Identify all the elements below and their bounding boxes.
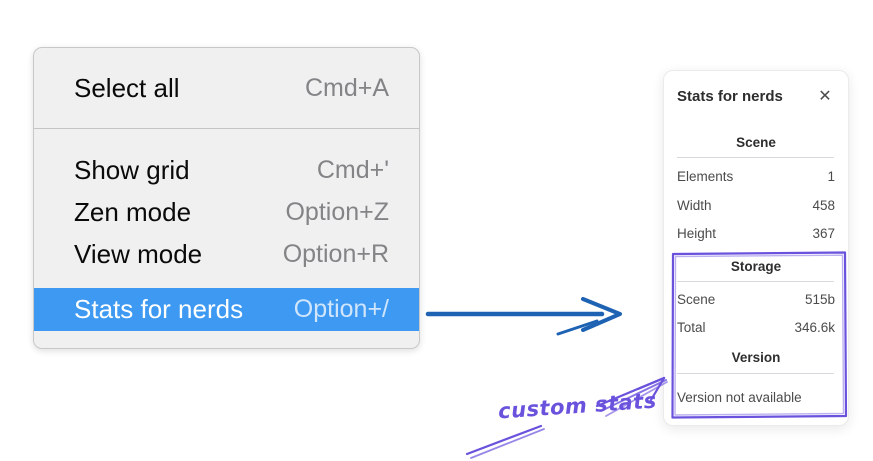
- stat-value: 458: [812, 198, 835, 213]
- stat-row-scene-size: Scene 515b: [677, 291, 835, 309]
- stat-row-height: Height 367: [677, 225, 835, 243]
- stat-value: 367: [812, 226, 835, 241]
- stat-row-width: Width 458: [677, 197, 835, 215]
- stat-value: 1: [827, 169, 835, 184]
- stat-row-elements: Elements 1: [677, 168, 835, 186]
- close-icon: ✕: [818, 85, 832, 105]
- section-divider: [677, 281, 834, 282]
- sketch-line: [465, 424, 545, 459]
- menu-item-label: Show grid: [74, 154, 190, 185]
- menu-spacer: [34, 129, 419, 149]
- stat-value: 515b: [804, 292, 835, 307]
- close-button[interactable]: ✕: [815, 85, 835, 105]
- version-message: Version not available: [677, 390, 802, 405]
- menu-item-stats-for-nerds[interactable]: Stats for nerds Option+/: [34, 288, 419, 331]
- annotation-custom-stats: custom stats: [497, 388, 658, 424]
- menu-separator: [34, 128, 419, 129]
- section-divider: [677, 157, 834, 158]
- menu-item-show-grid[interactable]: Show grid Cmd+': [34, 149, 419, 191]
- menu-item-zen-mode[interactable]: Zen mode Option+Z: [34, 191, 419, 233]
- section-header-storage: Storage: [730, 259, 782, 274]
- menu-item-shortcut: Cmd+': [316, 155, 389, 184]
- stat-label: Elements: [677, 169, 734, 184]
- section-header-scene: Scene: [736, 135, 776, 150]
- stat-label: Scene: [677, 292, 716, 307]
- menu-item-shortcut: Option+/: [293, 295, 389, 323]
- stat-label: Total: [677, 320, 706, 335]
- menu-item-shortcut: Option+R: [282, 239, 389, 268]
- menu-item-label: Zen mode: [74, 196, 192, 227]
- stat-value: 346.6k: [794, 320, 835, 335]
- stats-panel-title: Stats for nerds: [677, 88, 783, 105]
- menu-item-select-all[interactable]: Select all Cmd+A: [34, 48, 419, 128]
- menu-item-label: Stats for nerds: [74, 294, 244, 324]
- stat-label: Width: [677, 198, 712, 213]
- menu-item-label: View mode: [74, 238, 203, 269]
- section-divider: [677, 373, 834, 374]
- stat-row-total-size: Total 346.6k: [677, 319, 835, 337]
- menu-item-view-mode[interactable]: View mode Option+R: [34, 233, 419, 275]
- section-header-version: Version: [731, 350, 781, 365]
- stat-label: Height: [677, 226, 717, 241]
- stats-panel: Stats for nerds ✕ Scene Elements 1 Width…: [663, 70, 849, 426]
- menu-spacer: [34, 275, 419, 288]
- context-menu: Select all Cmd+A Show grid Cmd+' Zen mod…: [33, 47, 420, 349]
- menu-item-shortcut: Option+Z: [285, 197, 389, 226]
- menu-item-label: Select all: [74, 72, 180, 103]
- blue-arrow-icon: [425, 297, 622, 336]
- menu-item-shortcut: Cmd+A: [304, 73, 389, 102]
